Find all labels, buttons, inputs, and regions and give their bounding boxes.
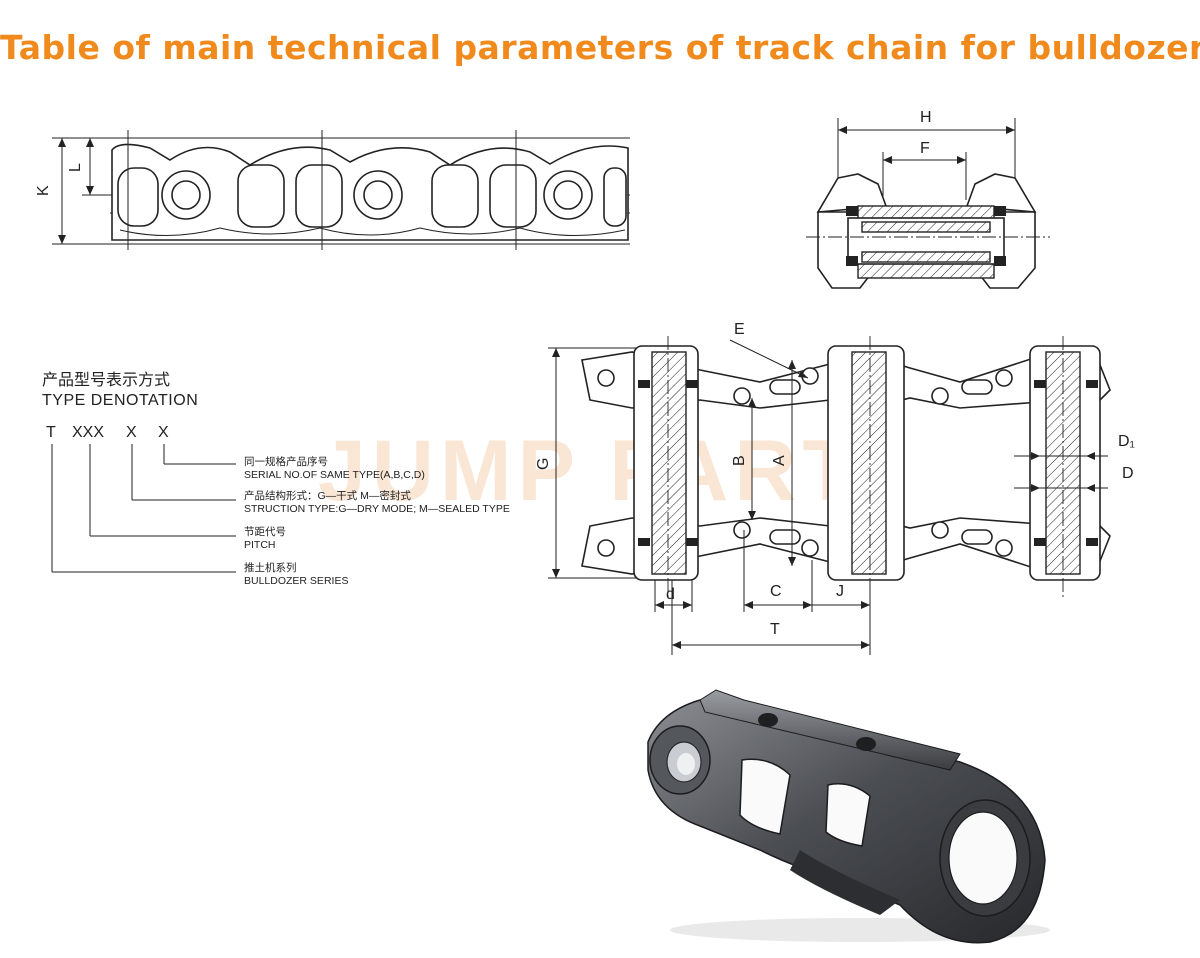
- denotation-item-pitch-cn: 节距代号: [244, 526, 286, 538]
- denotation-heading-cn: 产品型号表示方式: [42, 372, 171, 389]
- side-view-drawing: K L: [35, 130, 630, 250]
- denotation-item-pitch-en: PITCH: [244, 539, 276, 552]
- denotation-item-serial-en: SERIAL NO.OF SAME TYPE(A,B,C,D): [244, 469, 425, 482]
- denotation-item-series-cn: 推土机系列: [244, 562, 297, 574]
- denotation-item-serial-cn: 同一规格产品序号: [244, 456, 328, 468]
- denotation-code-x2: X: [158, 424, 169, 441]
- denotation-code-xxx: XXX: [72, 424, 105, 441]
- denotation-item-structure-en: STRUCTION TYPE:G—DRY MODE; M—SEALED TYPE: [244, 503, 510, 516]
- label-D: D: [1122, 465, 1134, 482]
- denotation-item-serial: 同一规格产品序号 SERIAL NO.OF SAME TYPE(A,B,C,D): [244, 456, 425, 482]
- label-A: A: [771, 455, 788, 466]
- denotation-item-structure: 产品结构形式：G—干式 M—密封式 STRUCTION TYPE:G—DRY M…: [244, 490, 510, 516]
- denotation-item-structure-cn: 产品结构形式：G—干式 M—密封式: [244, 490, 411, 502]
- watermark-text: JUMP PART: [318, 423, 861, 519]
- label-H: H: [920, 109, 932, 126]
- label-E: E: [734, 321, 745, 338]
- label-J: J: [836, 583, 844, 600]
- label-L: L: [67, 163, 84, 172]
- label-K: K: [35, 185, 52, 196]
- page-title: Table of main technical parameters of tr…: [0, 28, 1200, 67]
- label-F: F: [920, 140, 930, 157]
- denotation-item-series-en: BULLDOZER SERIES: [244, 575, 349, 588]
- denotation-code-x1: X: [126, 424, 137, 441]
- label-B: B: [731, 455, 748, 466]
- denotation-leaders: [51, 444, 236, 573]
- cross-section-drawing: H F: [806, 109, 1050, 289]
- label-D1: D₁: [1118, 433, 1135, 450]
- denotation-item-series: 推土机系列 BULLDOZER SERIES: [244, 562, 348, 588]
- label-G: G: [535, 458, 552, 470]
- label-d: d: [666, 586, 675, 603]
- denotation-code-t: T: [46, 424, 56, 441]
- denotation-item-pitch: 节距代号 PITCH: [244, 526, 286, 552]
- plan-view-drawing: G E B A D: [535, 321, 1135, 655]
- track-link-photo: [647, 689, 1050, 944]
- denotation-heading-en: TYPE DENOTATION: [42, 392, 199, 409]
- label-C: C: [770, 583, 782, 600]
- label-T: T: [770, 621, 780, 638]
